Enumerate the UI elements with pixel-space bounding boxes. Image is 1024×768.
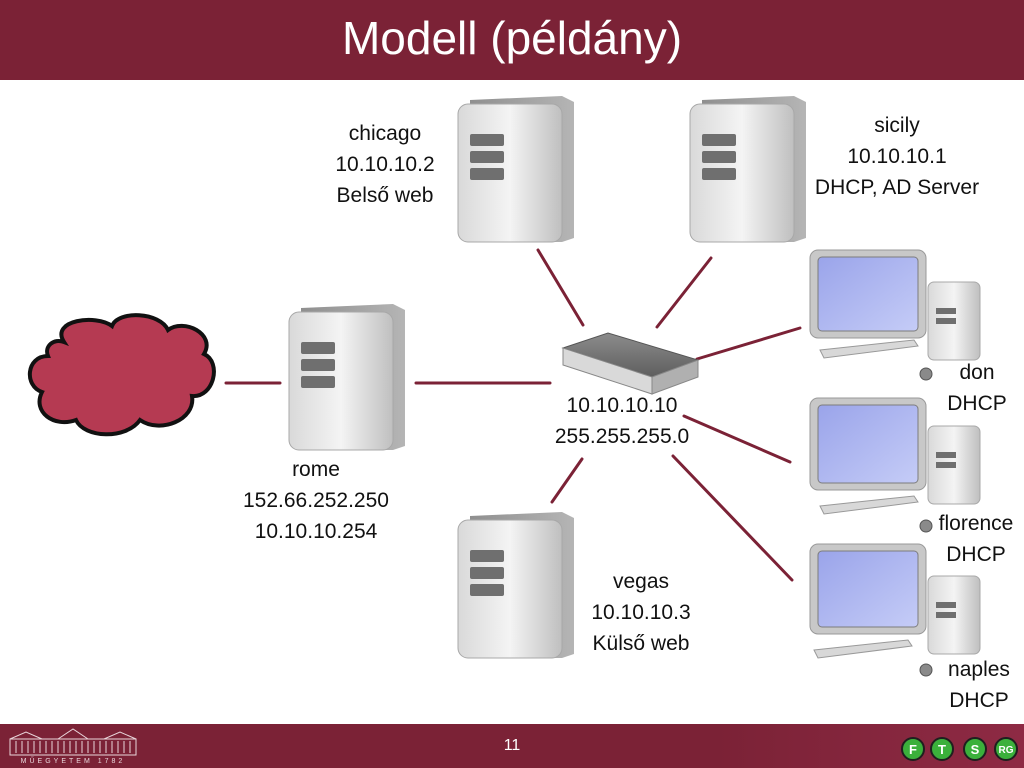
- page-number: 11: [503, 737, 521, 754]
- node-label-switch: 10.10.10.10 255.255.255.0: [540, 390, 704, 452]
- node-name: rome: [292, 458, 340, 481]
- node-name: chicago: [348, 122, 422, 145]
- node-label-don: don DHCP: [932, 357, 1022, 419]
- footer-bar: [0, 724, 1024, 768]
- link-switch-vegas: [550, 457, 584, 504]
- node-ip: 10.10.10.2: [335, 153, 435, 176]
- link-switch-florence: [682, 414, 792, 464]
- node-label-rome: rome 152.66.252.250 10.10.10.254: [226, 454, 406, 547]
- node-ip: 10.10.10.3: [591, 601, 691, 624]
- node-label-sicily: sicily 10.10.10.1 DHCP, AD Server: [805, 110, 989, 203]
- link-switch-don: [695, 326, 802, 361]
- server-tower-icon: [457, 96, 574, 243]
- link-sicily-switch: [655, 256, 713, 329]
- switch-ip: 10.10.10.10: [566, 394, 678, 417]
- network-switch-icon: [561, 332, 700, 395]
- group-logo: F T S RG: [901, 737, 1018, 761]
- node-ip-external: 152.66.252.250: [243, 489, 389, 512]
- university-logo-text: MŰEGYETEM 1782: [21, 756, 126, 765]
- title-bar: [0, 0, 1024, 80]
- group-logo-letter: S: [971, 742, 980, 757]
- slide-title: Modell (példány): [341, 12, 683, 64]
- desktop-computer-icon: [809, 543, 981, 677]
- group-logo-letter: RG: [999, 745, 1014, 756]
- node-label-naples: naples DHCP: [934, 654, 1024, 716]
- server-tower-icon: [288, 304, 405, 451]
- desktop-computer-icon: [809, 249, 981, 381]
- node-label-chicago: chicago 10.10.10.2 Belső web: [320, 118, 450, 211]
- cloud-icon: [27, 313, 216, 437]
- server-tower-icon: [457, 512, 574, 659]
- node-role: DHCP, AD Server: [814, 176, 980, 199]
- node-role: DHCP: [949, 689, 1009, 712]
- node-label-vegas: vegas 10.10.10.3 Külső web: [576, 566, 706, 659]
- server-tower-icon: [689, 96, 806, 243]
- desktop-computer-icon: [809, 397, 981, 533]
- node-role: DHCP: [946, 543, 1006, 566]
- link-switch-naples: [671, 454, 794, 582]
- node-role: Belső web: [336, 184, 434, 207]
- group-logo-letter: F: [909, 742, 917, 757]
- node-role: DHCP: [947, 392, 1007, 415]
- university-logo: MŰEGYETEM 1782: [9, 728, 137, 765]
- group-logo-letter: T: [938, 742, 946, 757]
- node-label-florence: florence DHCP: [928, 508, 1024, 570]
- node-name: sicily: [874, 114, 920, 137]
- node-ip-internal: 10.10.10.254: [254, 520, 378, 543]
- node-role: Külső web: [592, 632, 690, 655]
- node-ip: 10.10.10.1: [847, 145, 947, 168]
- switch-netmask: 255.255.255.0: [554, 425, 690, 448]
- node-name: don: [959, 361, 995, 384]
- link-chicago-switch: [536, 248, 585, 327]
- node-name: florence: [938, 512, 1014, 535]
- connections: [224, 248, 802, 582]
- node-name: vegas: [612, 570, 670, 593]
- node-name: naples: [948, 658, 1010, 681]
